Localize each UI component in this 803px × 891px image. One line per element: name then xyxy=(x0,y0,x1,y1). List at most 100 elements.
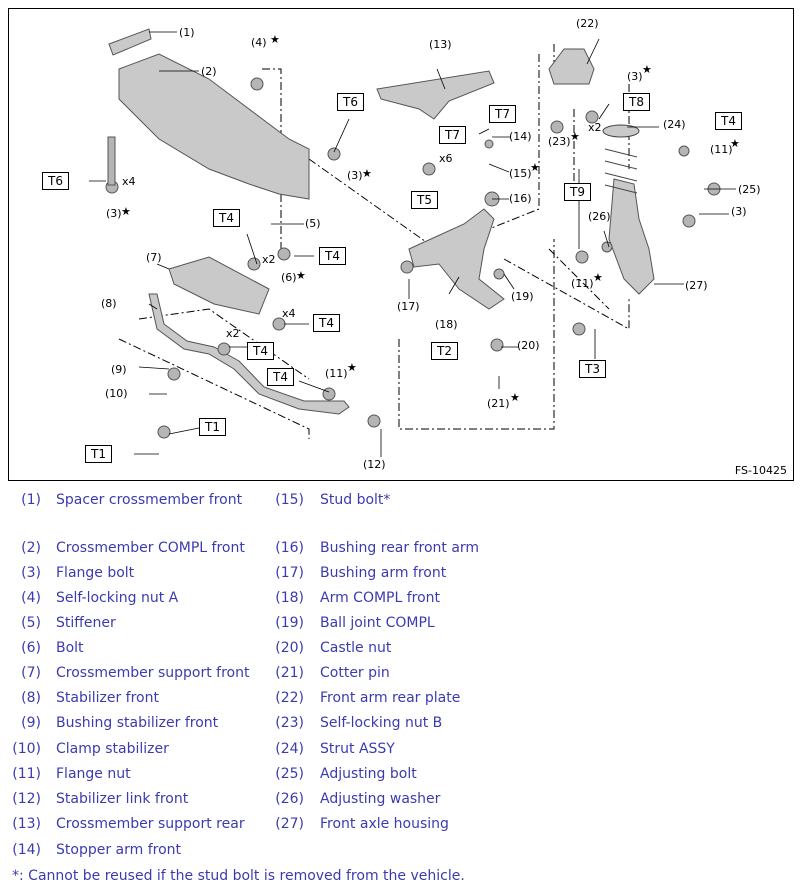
callout-17: (17) xyxy=(397,300,420,313)
exploded-view-diagram: (1) (2) (4) ★ T6 x4 (3) ★ T6 (3) ★ T4 (5… xyxy=(8,8,794,481)
legend-item-number: (12) xyxy=(12,791,41,807)
legend-item-name: Front arm rear plate xyxy=(320,690,461,706)
legend-item-name: Self-locking nut B xyxy=(320,715,443,731)
callout-11: (11) xyxy=(710,143,733,156)
legend-item-name: Adjusting washer xyxy=(320,791,441,807)
legend-item-name: Adjusting bolt xyxy=(320,766,417,782)
legend-item-number: (27) xyxy=(275,816,304,832)
callout-16: (16) xyxy=(509,192,532,205)
legend-item-name: Arm COMPL front xyxy=(320,590,441,606)
strut-spring xyxy=(602,124,640,194)
torque-tag-t2: T2 xyxy=(431,342,458,360)
callout-8: (8) xyxy=(101,297,117,310)
legend-item-number: (4) xyxy=(21,590,41,606)
legend-item-number: (25) xyxy=(275,766,304,782)
legend-item-number: (26) xyxy=(275,791,304,807)
torque-tag-t4: T4 xyxy=(319,247,346,265)
torque-tag-t4: T4 xyxy=(313,314,340,332)
star-marker: ★ xyxy=(730,137,740,150)
callout-12: (12) xyxy=(363,458,386,471)
callout-26: (26) xyxy=(588,210,611,223)
legend-item-number: (15) xyxy=(275,492,304,508)
star-marker: ★ xyxy=(530,161,540,174)
callout-15: (15) xyxy=(509,167,532,180)
legend-item-name: Crossmember support front xyxy=(56,665,250,681)
star-marker: ★ xyxy=(510,391,520,404)
callout-6: (6) xyxy=(281,271,297,284)
legend-item-name: Stud bolt* xyxy=(320,492,391,508)
torque-tag-t6: T6 xyxy=(42,172,69,190)
star-marker: ★ xyxy=(270,33,280,46)
callout-1: (1) xyxy=(179,26,195,39)
legend-item-name: Bolt xyxy=(56,640,84,656)
part-shapes xyxy=(108,28,655,415)
torque-tag-t5: T5 xyxy=(411,191,438,209)
callout-18: (18) xyxy=(435,318,458,331)
callout-3: (3) xyxy=(106,207,122,220)
legend-item-number: (20) xyxy=(275,640,304,656)
torque-tag-t4: T4 xyxy=(715,112,742,130)
legend-item-number: (24) xyxy=(275,741,304,757)
diagram-artwork xyxy=(89,28,736,457)
callout-14: (14) xyxy=(509,130,532,143)
legend-item-number: (6) xyxy=(21,640,41,656)
legend-item-name: Stabilizer front xyxy=(56,690,159,706)
callout-3: (3) xyxy=(347,169,363,182)
star-marker: ★ xyxy=(347,361,357,374)
leader-lines xyxy=(89,31,736,457)
torque-tag-t4: T4 xyxy=(213,209,240,227)
callout-19: (19) xyxy=(511,290,534,303)
legend-item-name: Strut ASSY xyxy=(320,741,395,757)
crossmember-support-rear-shape xyxy=(376,70,495,120)
legend-item-number: (5) xyxy=(21,615,41,631)
legend-item-name: Stiffener xyxy=(56,615,116,631)
star-marker: ★ xyxy=(593,271,603,284)
torque-tag-t4: T4 xyxy=(267,368,294,386)
callout-21: (21) xyxy=(487,397,510,410)
legend-item-number: (16) xyxy=(275,540,304,556)
torque-tag-t1: T1 xyxy=(199,418,226,436)
legend-item-name: Self-locking nut A xyxy=(56,590,179,606)
torque-tag-t1: T1 xyxy=(85,445,112,463)
legend-item-number: (8) xyxy=(21,690,41,706)
callout-11: (11) xyxy=(571,277,594,290)
legend-item-number: (11) xyxy=(12,766,41,782)
star-marker: ★ xyxy=(296,269,306,282)
star-marker: ★ xyxy=(570,130,580,143)
callout-23: (23) xyxy=(548,135,571,148)
qty-x2: x2 xyxy=(588,121,602,134)
legend-item-number: (21) xyxy=(275,665,304,681)
crossmember-support-front-shape xyxy=(168,256,270,315)
legend-item-name: Clamp stabilizer xyxy=(56,741,169,757)
legend-item-number: (13) xyxy=(12,816,41,832)
callout-3: (3) xyxy=(627,70,643,83)
callout-27: (27) xyxy=(685,279,708,292)
legend-item-number: (9) xyxy=(21,715,41,731)
star-marker: ★ xyxy=(642,63,652,76)
legend-item-number: (7) xyxy=(21,665,41,681)
legend-item-number: (17) xyxy=(275,565,304,581)
legend-item-number: (23) xyxy=(275,715,304,731)
torque-tag-t3: T3 xyxy=(579,360,606,378)
legend-item-name: Front axle housing xyxy=(320,816,449,832)
fastener-shapes xyxy=(105,77,721,439)
legend-item-name: Stopper arm front xyxy=(56,842,182,858)
legend-item-number: (22) xyxy=(275,690,304,706)
torque-tag-t8: T8 xyxy=(623,93,650,111)
torque-tag-t4: T4 xyxy=(247,342,274,360)
qty-x4: x4 xyxy=(122,175,136,188)
arm-compl-front-shape xyxy=(408,208,505,310)
legend-item-number: (10) xyxy=(12,741,41,757)
legend-item-name: Castle nut xyxy=(320,640,392,656)
legend-item-name: Ball joint COMPL xyxy=(320,615,435,631)
torque-tag-t6: T6 xyxy=(337,93,364,111)
legend-item-name: Spacer crossmember front xyxy=(56,492,243,508)
callout-13: (13) xyxy=(429,38,452,51)
star-marker: ★ xyxy=(362,167,372,180)
callout-22: (22) xyxy=(576,17,599,30)
callout-10: (10) xyxy=(105,387,128,400)
legend-item-number: (14) xyxy=(12,842,41,858)
legend-item-number: (2) xyxy=(21,540,41,556)
legend-item-number: (19) xyxy=(275,615,304,631)
callout-2: (2) xyxy=(201,65,217,78)
